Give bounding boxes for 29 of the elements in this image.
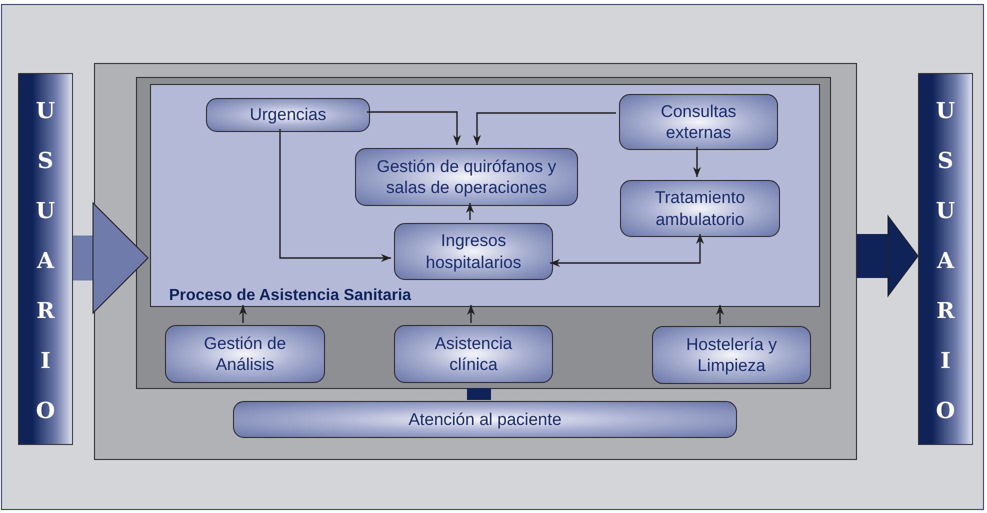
connector-tab (467, 388, 491, 400)
vertical-label: USUARIO (934, 97, 956, 426)
arrow (239, 305, 247, 323)
process-panel (150, 84, 820, 307)
process-box: Tratamiento ambulatorio (620, 180, 780, 237)
arrow (693, 147, 701, 177)
user-bar (18, 73, 73, 445)
arrow (716, 305, 724, 324)
arrow (550, 234, 704, 267)
arrow (466, 203, 474, 220)
process-box: Atención al paciente (233, 401, 737, 438)
user-bar (918, 73, 973, 445)
process-box: Gestión de quirófanos y salas de operaciones (355, 148, 578, 206)
arrow (473, 112, 616, 145)
arrow (279, 129, 391, 262)
process-box: Gestión de Análisis (165, 325, 325, 383)
panel-heading: Proceso de Asistencia Sanitaria (169, 287, 412, 305)
vertical-label: USUARIO (34, 97, 56, 426)
inner-panel (136, 77, 831, 389)
block-arrow (73, 202, 148, 314)
process-box: Asistencia clínica (394, 325, 553, 383)
process-box: Urgencias (206, 98, 370, 132)
arrow (367, 111, 461, 145)
process-box: Hostelería y Limpieza (652, 326, 811, 384)
outer-panel (94, 63, 857, 460)
block-arrow (857, 216, 918, 296)
process-box: Ingresos hospitalarios (394, 223, 553, 280)
process-box: Consultas externas (619, 94, 778, 150)
arrow (467, 305, 475, 323)
